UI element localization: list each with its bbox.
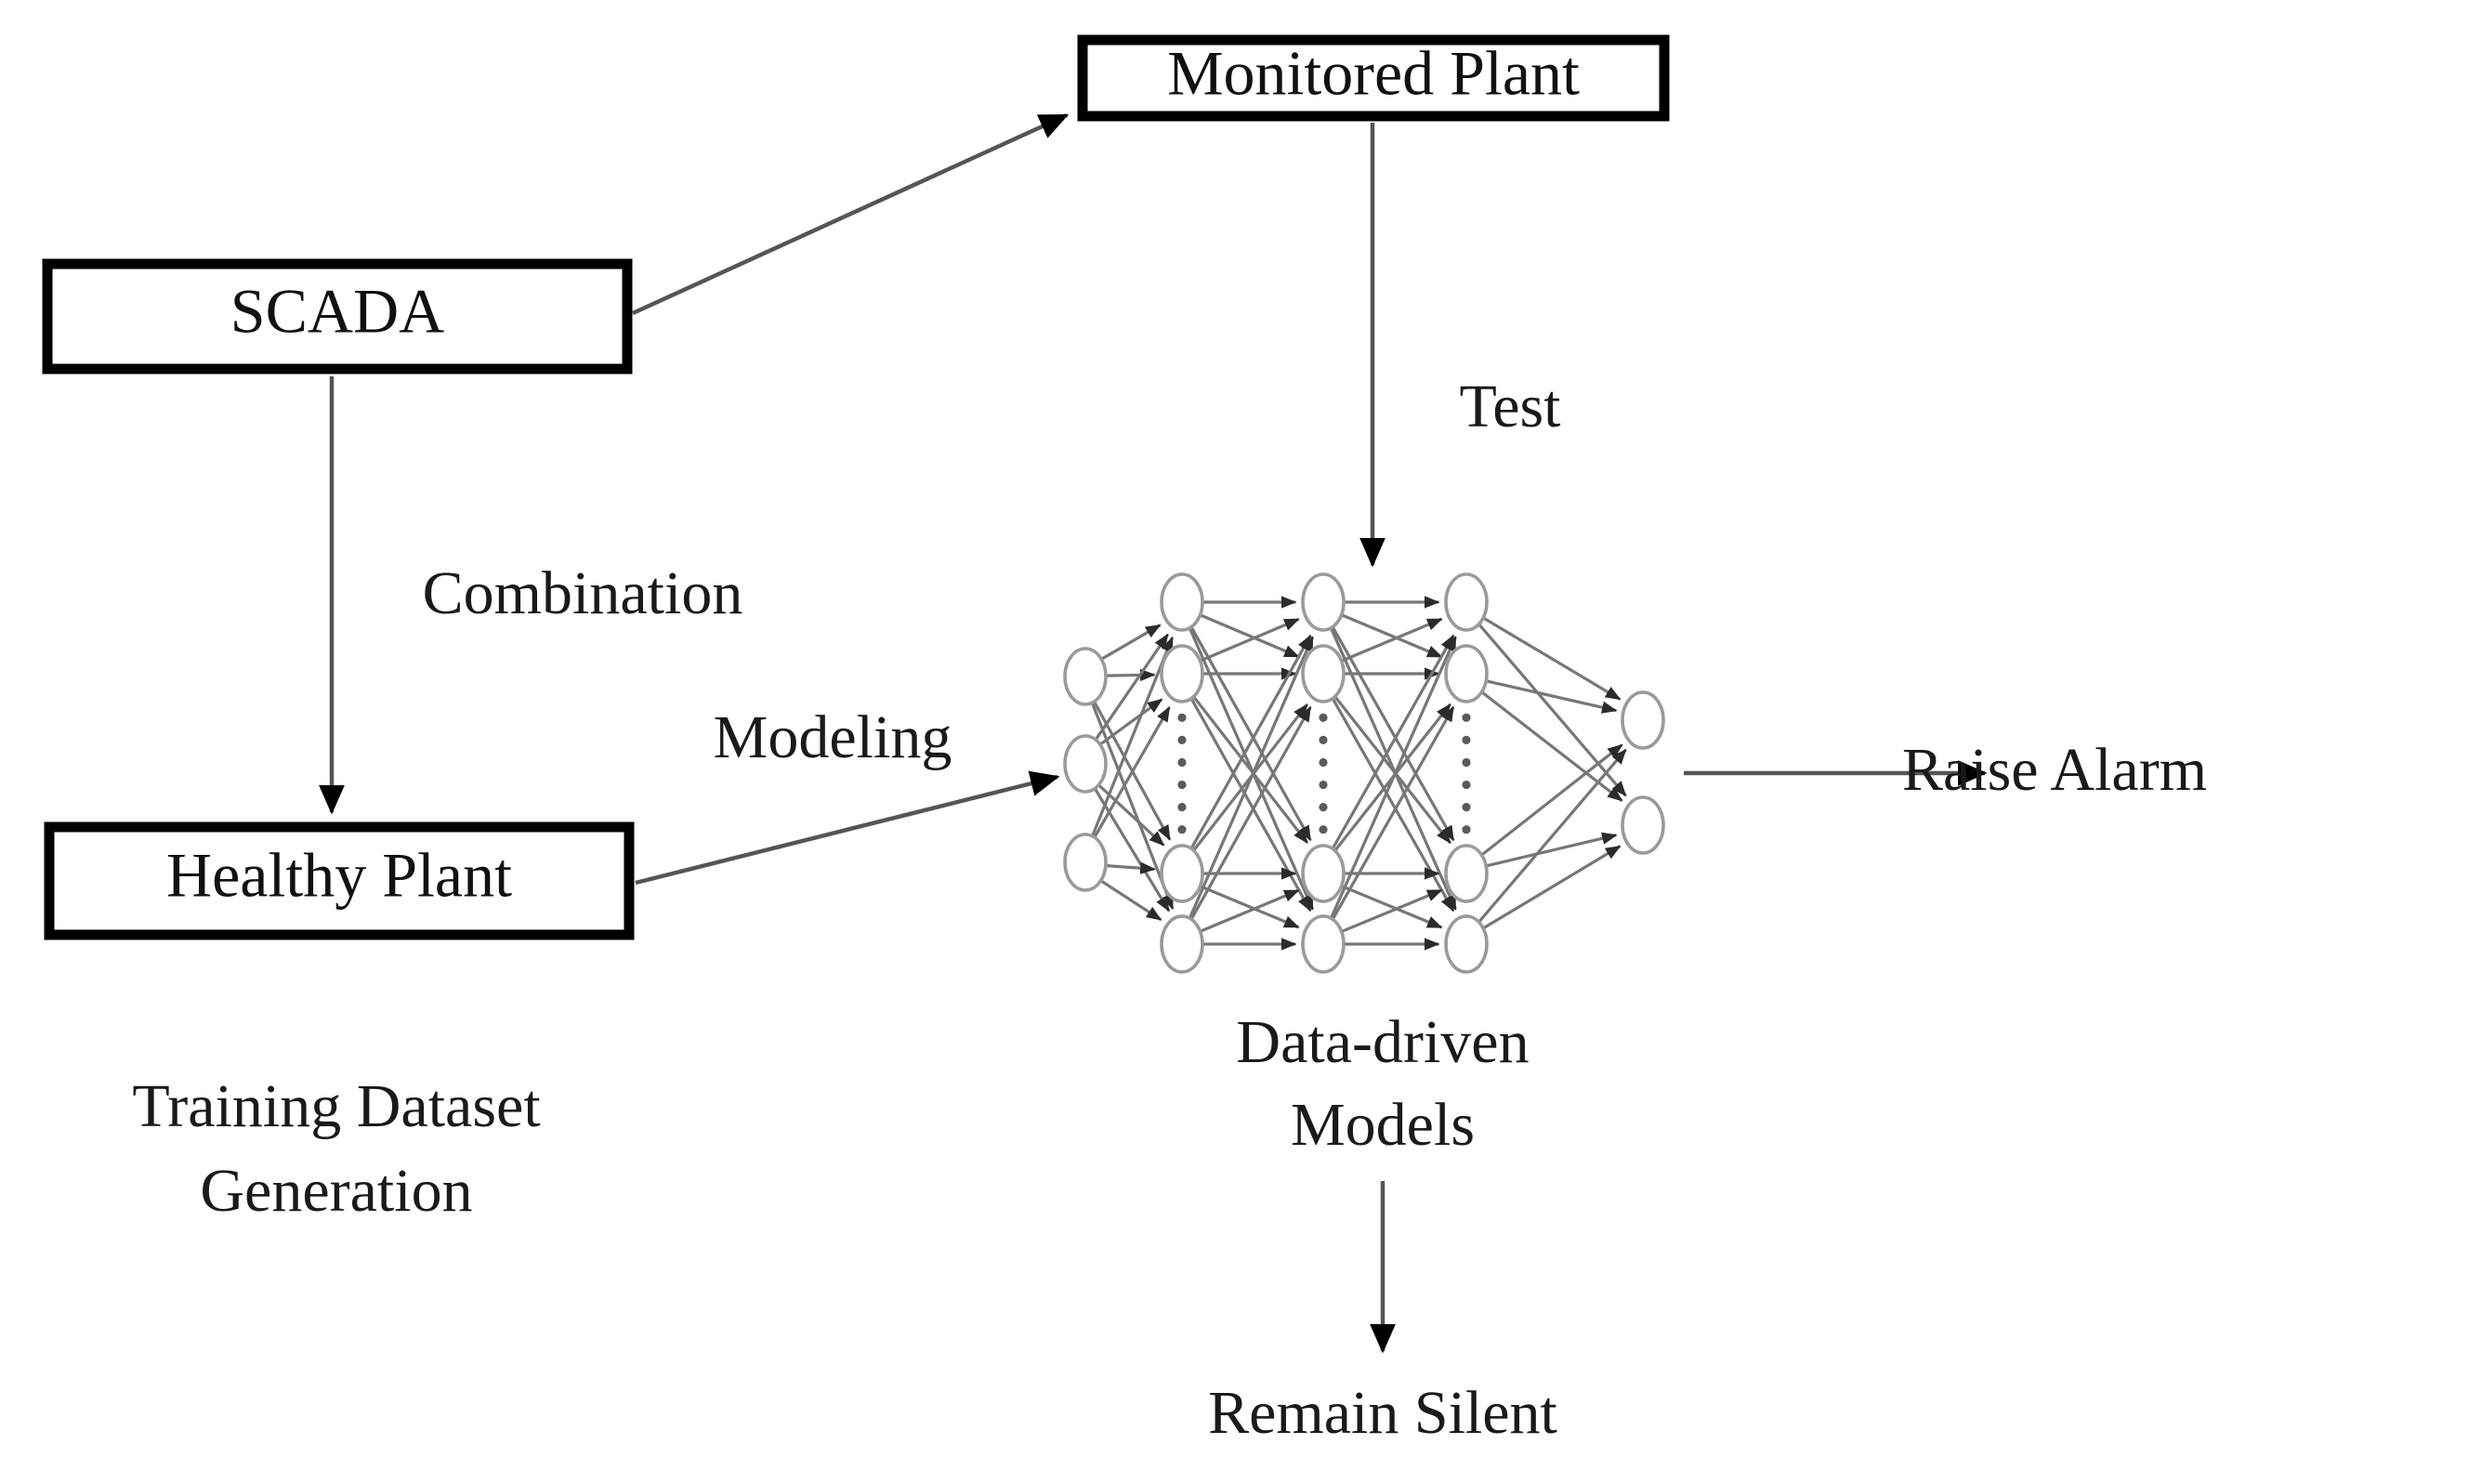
nn-edge-input-0-to-hidden-1-0 — [1101, 624, 1162, 661]
nn-edge-hidden-2-1-to-hidden-3-0 — [1342, 617, 1443, 663]
nn-node-hidden-1-1 — [1160, 644, 1204, 703]
nn-node-input-2 — [1063, 833, 1108, 892]
nn-ellipsis-dot-hidden-3-4 — [1462, 803, 1471, 812]
neural-network-edges — [1091, 596, 1627, 951]
nn-ellipsis-dot-hidden-2-2 — [1319, 757, 1328, 768]
nn-edge-input-1-to-hidden-1-0 — [1095, 633, 1170, 740]
nn-node-hidden-3-0 — [1444, 572, 1489, 632]
nn-edge-hidden-1-1-to-hidden-2-2 — [1193, 696, 1309, 844]
edge-label-combination: Combination — [423, 559, 743, 627]
nn-edge-hidden-1-1-to-hidden-2-0 — [1200, 617, 1300, 663]
nn-edge-input-2-to-hidden-1-2 — [1106, 861, 1156, 874]
box-scada-rect — [42, 258, 633, 374]
nn-node-input-1 — [1063, 734, 1108, 794]
nn-node-hidden-3-3 — [1444, 914, 1489, 974]
nn-ellipsis-dot-hidden-2-4 — [1319, 803, 1328, 812]
nn-ellipsis-dot-hidden-2-0 — [1319, 713, 1328, 722]
nn-node-hidden-3-1 — [1444, 644, 1489, 703]
box-monitored-plant-label: Monitored Plant — [1167, 38, 1580, 109]
nn-ellipsis-dot-hidden-3-1 — [1462, 735, 1471, 744]
nn-node-hidden-3-2 — [1444, 844, 1489, 903]
nn-edge-hidden-1-3-to-hidden-2-0 — [1189, 636, 1315, 918]
training-dataset-caption-line-2: Generation — [200, 1157, 472, 1225]
nn-ellipsis-dot-hidden-1-4 — [1177, 803, 1187, 812]
nn-edge-hidden-3-3-to-output-0 — [1478, 748, 1627, 923]
neural-network-nodes — [1063, 572, 1665, 974]
nn-node-output-1 — [1621, 795, 1665, 855]
nn-edge-hidden-2-2-to-hidden-3-0 — [1332, 634, 1455, 848]
nn-edge-hidden-1-0-to-hidden-2-1 — [1200, 613, 1300, 659]
diagram-text-labels: Test Combination Modeling Raise Alarm Da… — [132, 373, 2207, 1447]
nn-ellipsis-dot-hidden-1-0 — [1177, 713, 1187, 722]
box-scada-label: SCADA — [230, 276, 445, 347]
box-scada[interactable]: SCADA — [42, 258, 633, 374]
nn-node-hidden-2-3 — [1301, 914, 1346, 974]
nn-edge-input-1-to-hidden-1-1 — [1099, 698, 1163, 745]
nn-node-input-0 — [1063, 647, 1108, 706]
nn-node-hidden-2-1 — [1301, 644, 1346, 703]
nn-ellipsis-dot-hidden-1-5 — [1177, 825, 1187, 834]
box-monitored-plant-rect — [1077, 34, 1670, 122]
nn-edge-hidden-2-0-to-hidden-3-1 — [1342, 613, 1443, 659]
nn-node-hidden-2-0 — [1301, 572, 1346, 632]
nn-ellipsis-dot-hidden-1-3 — [1177, 780, 1187, 790]
nn-node-hidden-1-0 — [1160, 572, 1204, 632]
nn-node-hidden-2-2 — [1301, 844, 1346, 903]
nn-node-hidden-1-2 — [1160, 844, 1204, 903]
nn-node-output-0 — [1621, 690, 1665, 750]
nn-edge-input-0-to-hidden-1-1 — [1107, 668, 1156, 682]
nn-edge-input-1-to-hidden-1-3 — [1094, 788, 1171, 913]
box-healthy-plant-rect — [44, 821, 635, 940]
nn-edge-hidden-2-1-to-hidden-3-2 — [1334, 696, 1451, 845]
outcome-label-remain-silent: Remain Silent — [1208, 1379, 1557, 1447]
nn-ellipsis-dot-hidden-2-3 — [1319, 780, 1328, 790]
nn-edge-hidden-1-3-to-hidden-2-1 — [1190, 705, 1312, 919]
process-boxes: Monitored Plant SCADA Healthy Plant — [42, 34, 1670, 940]
nn-edge-hidden-1-0-to-hidden-2-2 — [1190, 627, 1312, 842]
nn-edge-hidden-2-0-to-hidden-3-2 — [1332, 627, 1455, 842]
nn-edge-hidden-1-3-to-hidden-2-2 — [1201, 888, 1300, 933]
nn-edge-hidden-3-1-to-output-0 — [1486, 679, 1618, 714]
nn-edge-hidden-2-3-to-hidden-3-1 — [1332, 705, 1455, 919]
box-healthy-plant-label: Healthy Plant — [166, 840, 512, 911]
edge-label-modeling: Modeling — [714, 703, 952, 771]
connector-healthy-plant-to-models — [635, 770, 1060, 886]
nn-caption-line-1: Data-driven — [1236, 1008, 1529, 1076]
neural-network-ellipsis-dots — [1177, 713, 1471, 834]
nn-edge-hidden-2-2-to-hidden-3-3 — [1342, 885, 1443, 929]
nn-edge-hidden-1-2-to-hidden-2-3 — [1201, 885, 1300, 929]
nn-ellipsis-dot-hidden-1-1 — [1177, 735, 1187, 744]
nn-edge-hidden-3-2-to-output-0 — [1481, 743, 1623, 856]
nn-ellipsis-dot-hidden-3-0 — [1462, 713, 1471, 722]
nn-edge-input-2-to-hidden-1-3 — [1100, 880, 1162, 922]
nn-node-hidden-1-3 — [1160, 914, 1204, 974]
nn-edge-hidden-3-3-to-output-1 — [1483, 845, 1622, 929]
nn-ellipsis-dot-hidden-3-5 — [1462, 825, 1471, 834]
nn-edge-hidden-3-0-to-output-1 — [1478, 624, 1627, 797]
nn-edge-hidden-3-0-to-output-0 — [1483, 617, 1622, 701]
nn-edge-hidden-1-2-to-hidden-2-0 — [1190, 634, 1312, 848]
nn-edge-input-0-to-hidden-1-3 — [1091, 703, 1175, 911]
nn-edge-input-1-to-hidden-1-2 — [1098, 784, 1165, 847]
nn-ellipsis-dot-hidden-2-5 — [1319, 825, 1328, 834]
flow-arrows — [319, 112, 1988, 1354]
box-healthy-plant[interactable]: Healthy Plant — [44, 821, 635, 940]
nn-edge-input-2-to-hidden-1-1 — [1094, 705, 1171, 837]
nn-ellipsis-dot-hidden-3-3 — [1462, 780, 1471, 790]
nn-edge-hidden-2-3-to-hidden-3-0 — [1330, 636, 1457, 918]
nn-caption-line-2: Models — [1291, 1091, 1475, 1159]
outcome-label-raise-alarm: Raise Alarm — [1902, 736, 2207, 804]
nn-edge-input-2-to-hidden-1-0 — [1091, 636, 1175, 836]
edge-label-test: Test — [1459, 373, 1560, 440]
nn-edge-hidden-2-3-to-hidden-3-2 — [1342, 888, 1443, 933]
nn-ellipsis-dot-hidden-3-2 — [1462, 757, 1471, 768]
nn-edge-hidden-3-2-to-output-1 — [1486, 832, 1618, 868]
nn-ellipsis-dot-hidden-1-2 — [1177, 757, 1187, 768]
box-monitored-plant[interactable]: Monitored Plant — [1077, 34, 1670, 122]
connector-scada-to-monitored-plant — [632, 112, 1070, 316]
training-dataset-caption-line-1: Training Dataset — [132, 1072, 540, 1140]
nn-ellipsis-dot-hidden-2-1 — [1319, 735, 1328, 744]
